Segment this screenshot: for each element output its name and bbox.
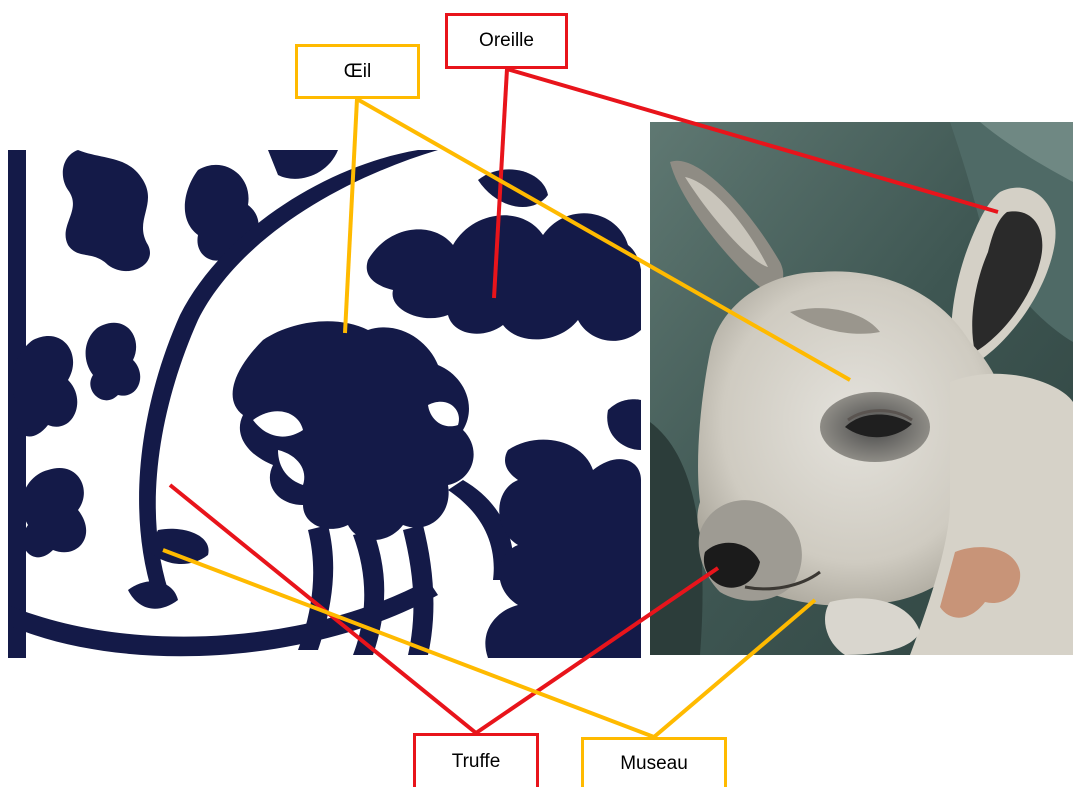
oreille-label-box: Oreille	[445, 13, 568, 69]
lamb-photo	[650, 122, 1073, 655]
museau-label-box: Museau	[581, 737, 727, 787]
oeil-label-box: Œil	[295, 44, 420, 99]
oreille-label: Oreille	[479, 30, 534, 51]
truffe-label: Truffe	[451, 750, 501, 772]
toile-lion-illustration	[8, 150, 641, 658]
lamb-illustration	[650, 122, 1073, 655]
oeil-label: Œil	[343, 60, 372, 82]
truffe-label-box: Truffe	[413, 733, 539, 787]
museau-label: Museau	[620, 752, 688, 774]
toile-pattern-image	[8, 150, 641, 658]
